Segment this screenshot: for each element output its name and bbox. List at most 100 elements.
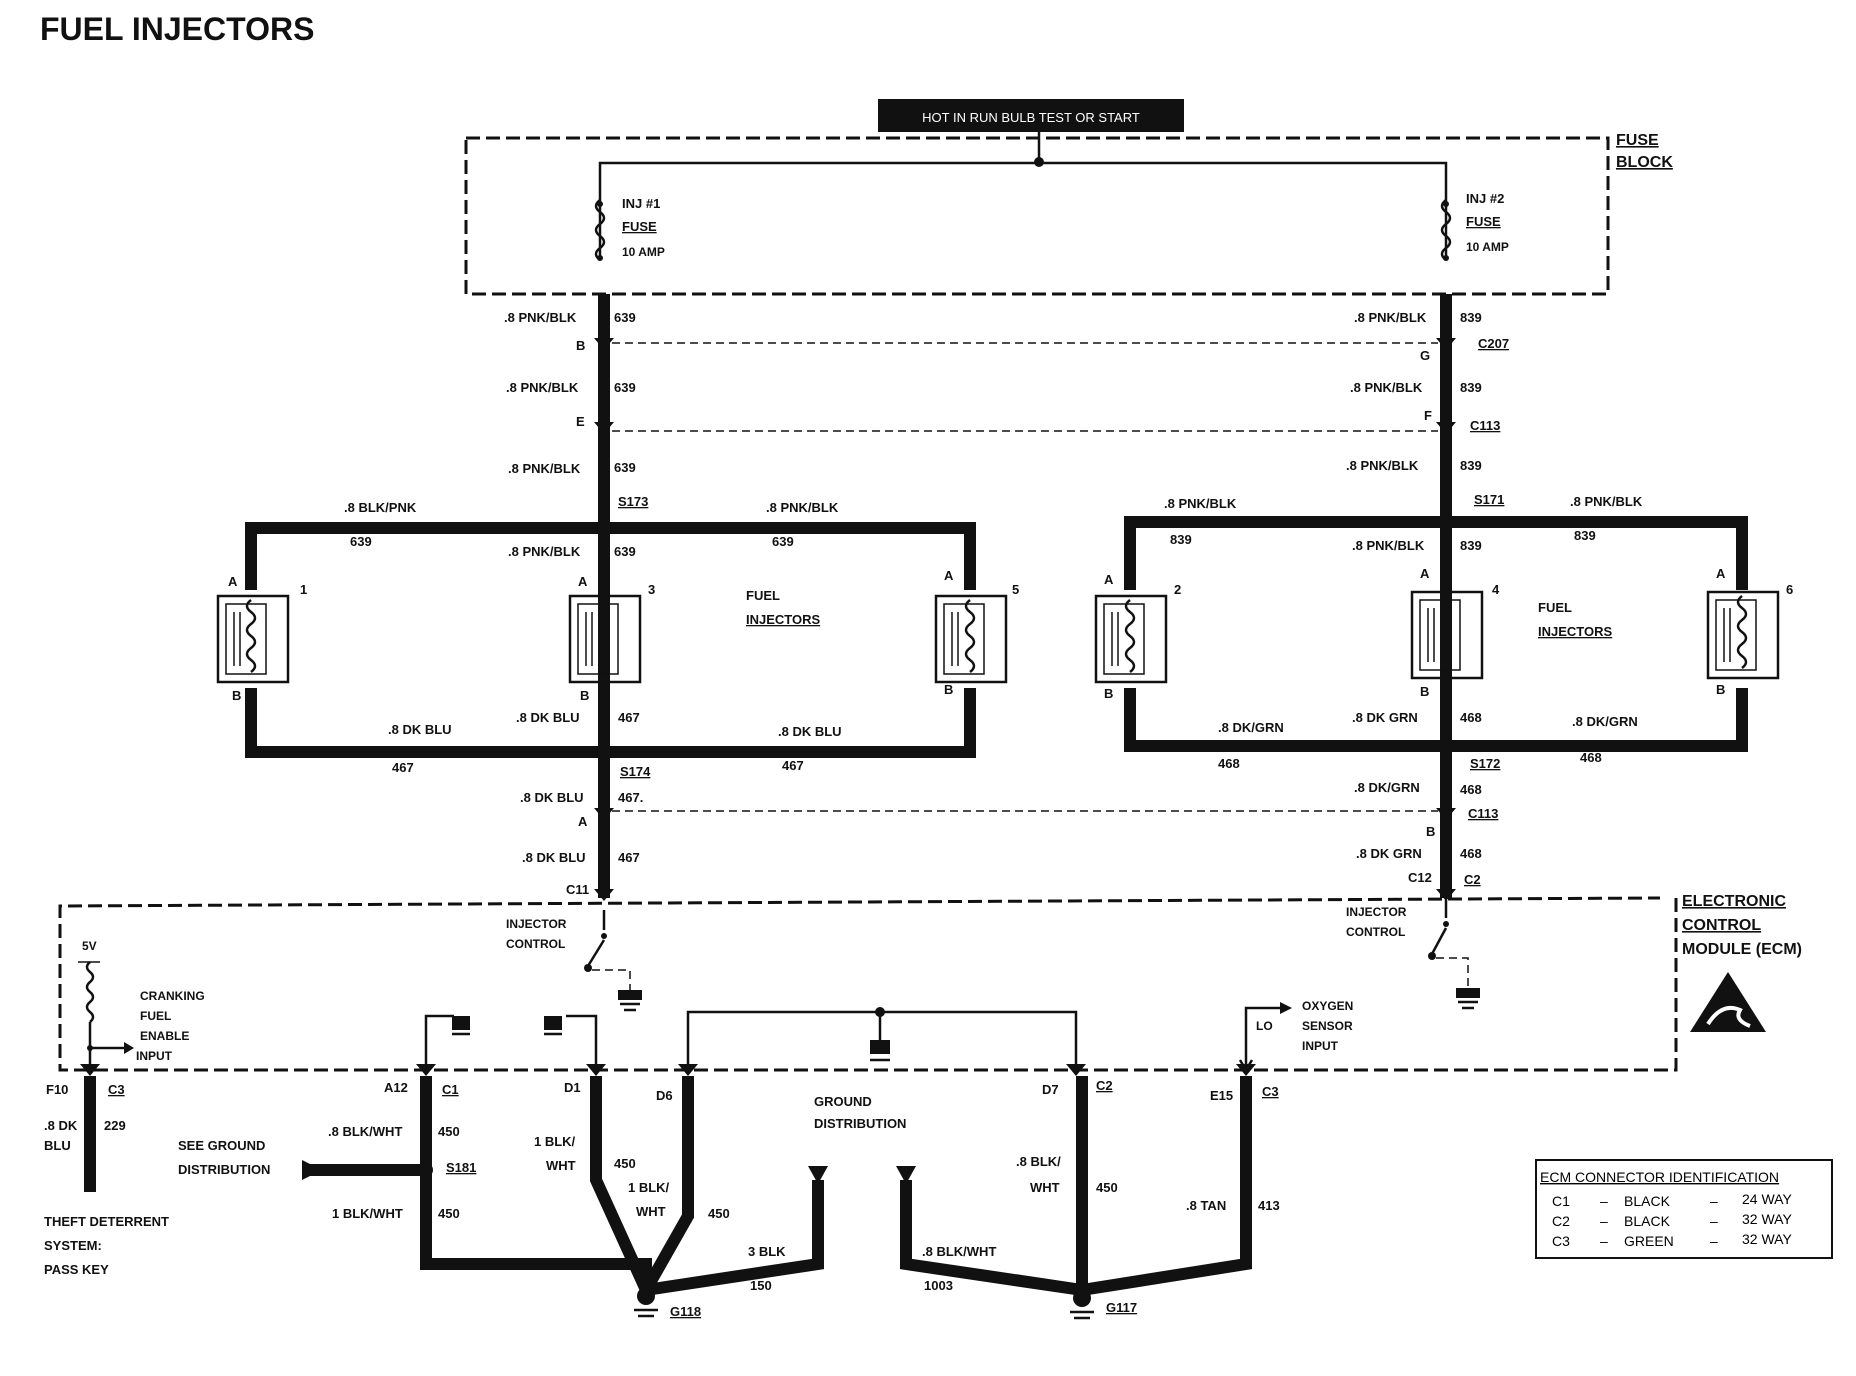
wire-label: 1 BLK/ — [534, 1134, 576, 1149]
pin-letter: A — [578, 814, 588, 829]
legend-ways: 32 WAY — [1742, 1211, 1792, 1227]
fuel-injector-5 — [934, 594, 1008, 684]
lo-label: LO — [1256, 1019, 1273, 1033]
circuit-number: 450 — [708, 1206, 730, 1221]
splice-s173: S173 — [618, 494, 648, 509]
fuel-injector-1 — [216, 594, 290, 684]
pin-d7: D7 — [1042, 1082, 1059, 1097]
connector-c1: C1 — [442, 1082, 459, 1097]
legend-connector: C3 — [1552, 1233, 1570, 1249]
cranking-label: ENABLE — [140, 1029, 189, 1043]
static-sensitive-icon — [1690, 972, 1766, 1032]
pin-letter: A — [944, 568, 954, 583]
injector-control-switch-right — [1428, 900, 1480, 1010]
circuit-number: 839 — [1460, 458, 1482, 473]
pin-letter: B — [1420, 684, 1429, 699]
injector-number: 3 — [648, 582, 655, 597]
circuit-number: 413 — [1258, 1198, 1280, 1213]
wire-450-a12 — [420, 1076, 652, 1290]
ground-g117-label: G117 — [1106, 1300, 1137, 1315]
pin-letter: B — [576, 338, 585, 353]
circuit-number: 467 — [618, 850, 640, 865]
legend-connector: C2 — [1552, 1213, 1570, 1229]
ecm-pin: C12 — [1408, 870, 1432, 885]
circuit-number: 467 — [618, 710, 640, 725]
wire-label: .8 TAN — [1186, 1198, 1226, 1213]
circuit-number: 450 — [438, 1124, 460, 1139]
fuel-injector-4 — [1410, 590, 1484, 680]
pin-d6: D6 — [656, 1088, 673, 1103]
splice-s171: S171 — [1474, 492, 1504, 507]
wire-label: 3 BLK — [748, 1244, 786, 1259]
legend-color: GREEN — [1624, 1233, 1674, 1249]
cranking-label: INPUT — [136, 1049, 173, 1063]
fuse-block-label: BLOCK — [1616, 154, 1673, 171]
pin-letter: B — [232, 688, 241, 703]
legend-color: BLACK — [1624, 1213, 1671, 1229]
pin-f10: F10 — [46, 1082, 68, 1097]
oxygen-sensor-label: OXYGEN — [1302, 999, 1353, 1013]
ecm-label: CONTROL — [1682, 917, 1761, 934]
pin-letter: A — [228, 574, 238, 589]
legend-ways: 32 WAY — [1742, 1231, 1792, 1247]
connector-c2: C2 — [1096, 1078, 1113, 1093]
fuse-2-rating: 10 AMP — [1466, 240, 1509, 254]
fuel-injectors-label: FUEL — [746, 588, 780, 603]
legend-dash: – — [1710, 1213, 1718, 1229]
ecm-connector: C2 — [1464, 872, 1481, 887]
circuit-number: 450 — [614, 1156, 636, 1171]
injector-control-label: CONTROL — [506, 937, 565, 951]
ecm-pin-marks — [80, 1064, 1256, 1076]
injector-number: 5 — [1012, 582, 1019, 597]
oxygen-sensor-label: INPUT — [1302, 1039, 1339, 1053]
legend-dash: – — [1710, 1193, 1718, 1209]
fuse-1-label: FUSE — [622, 219, 657, 234]
ground-distribution-label: DISTRIBUTION — [814, 1116, 906, 1131]
wire-label: .8 PNK/BLK — [1346, 458, 1419, 473]
pin-letter: F — [1424, 408, 1432, 423]
pin-a12: A12 — [384, 1080, 408, 1095]
injector-control-label: INJECTOR — [1346, 905, 1407, 919]
pin-letter: A — [1104, 572, 1114, 587]
circuit-number: 639 — [614, 310, 636, 325]
pin-letter: B — [1716, 682, 1725, 697]
circuit-number: 467 — [782, 758, 804, 773]
wire-450-d1 — [590, 1076, 652, 1293]
see-ground-distribution: SEE GROUND — [178, 1138, 265, 1153]
circuit-number: 468 — [1218, 756, 1240, 771]
legend-ways: 24 WAY — [1742, 1191, 1792, 1207]
fuse-1-symbol — [594, 199, 606, 261]
fuse-2-label: INJ #2 — [1466, 191, 1504, 206]
wire-label: .8 PNK/BLK — [504, 310, 577, 325]
wire-label: .8 PNK/BLK — [506, 380, 579, 395]
legend-color: BLACK — [1624, 1193, 1671, 1209]
fuse-2-label: FUSE — [1466, 214, 1501, 229]
fuel-injectors-label: INJECTORS — [1538, 624, 1612, 639]
theft-deterrent-label: THEFT DETERRENT — [44, 1214, 169, 1229]
injector-number: 1 — [300, 582, 307, 597]
wire-label: .8 PNK/BLK — [1164, 496, 1237, 511]
legend-dash: – — [1600, 1193, 1608, 1209]
fuel-injectors-label: FUEL — [1538, 600, 1572, 615]
cranking-fuel-enable-circuit — [78, 961, 134, 1070]
wire-label: .8 BLK/WHT — [922, 1244, 996, 1259]
pin-letter: E — [576, 414, 585, 429]
circuit-number: 839 — [1574, 528, 1596, 543]
wire-label: .8 PNK/BLK — [1570, 494, 1643, 509]
fuse-block-label: FUSE — [1616, 132, 1659, 149]
wire-label: .8 BLK/ — [1016, 1154, 1061, 1169]
wire-label: .8 DK/GRN — [1218, 720, 1284, 735]
circuit-number: 639 — [772, 534, 794, 549]
wire-450-d6 — [640, 1076, 694, 1293]
cranking-label: CRANKING — [140, 989, 205, 1003]
circuit-number: 450 — [1096, 1180, 1118, 1195]
pin-letter: A — [1420, 566, 1430, 581]
connector-marks — [594, 338, 1456, 901]
wire-label: BLU — [44, 1138, 71, 1153]
pin-letter: A — [578, 574, 588, 589]
theft-deterrent-label: PASS KEY — [44, 1262, 109, 1277]
ecm-pin: C11 — [566, 882, 589, 897]
wire-label: .8 PNK/BLK — [508, 544, 581, 559]
oxygen-sensor-input-circuit — [1238, 1002, 1292, 1073]
wire-label: .8 BLK/WHT — [328, 1124, 402, 1139]
